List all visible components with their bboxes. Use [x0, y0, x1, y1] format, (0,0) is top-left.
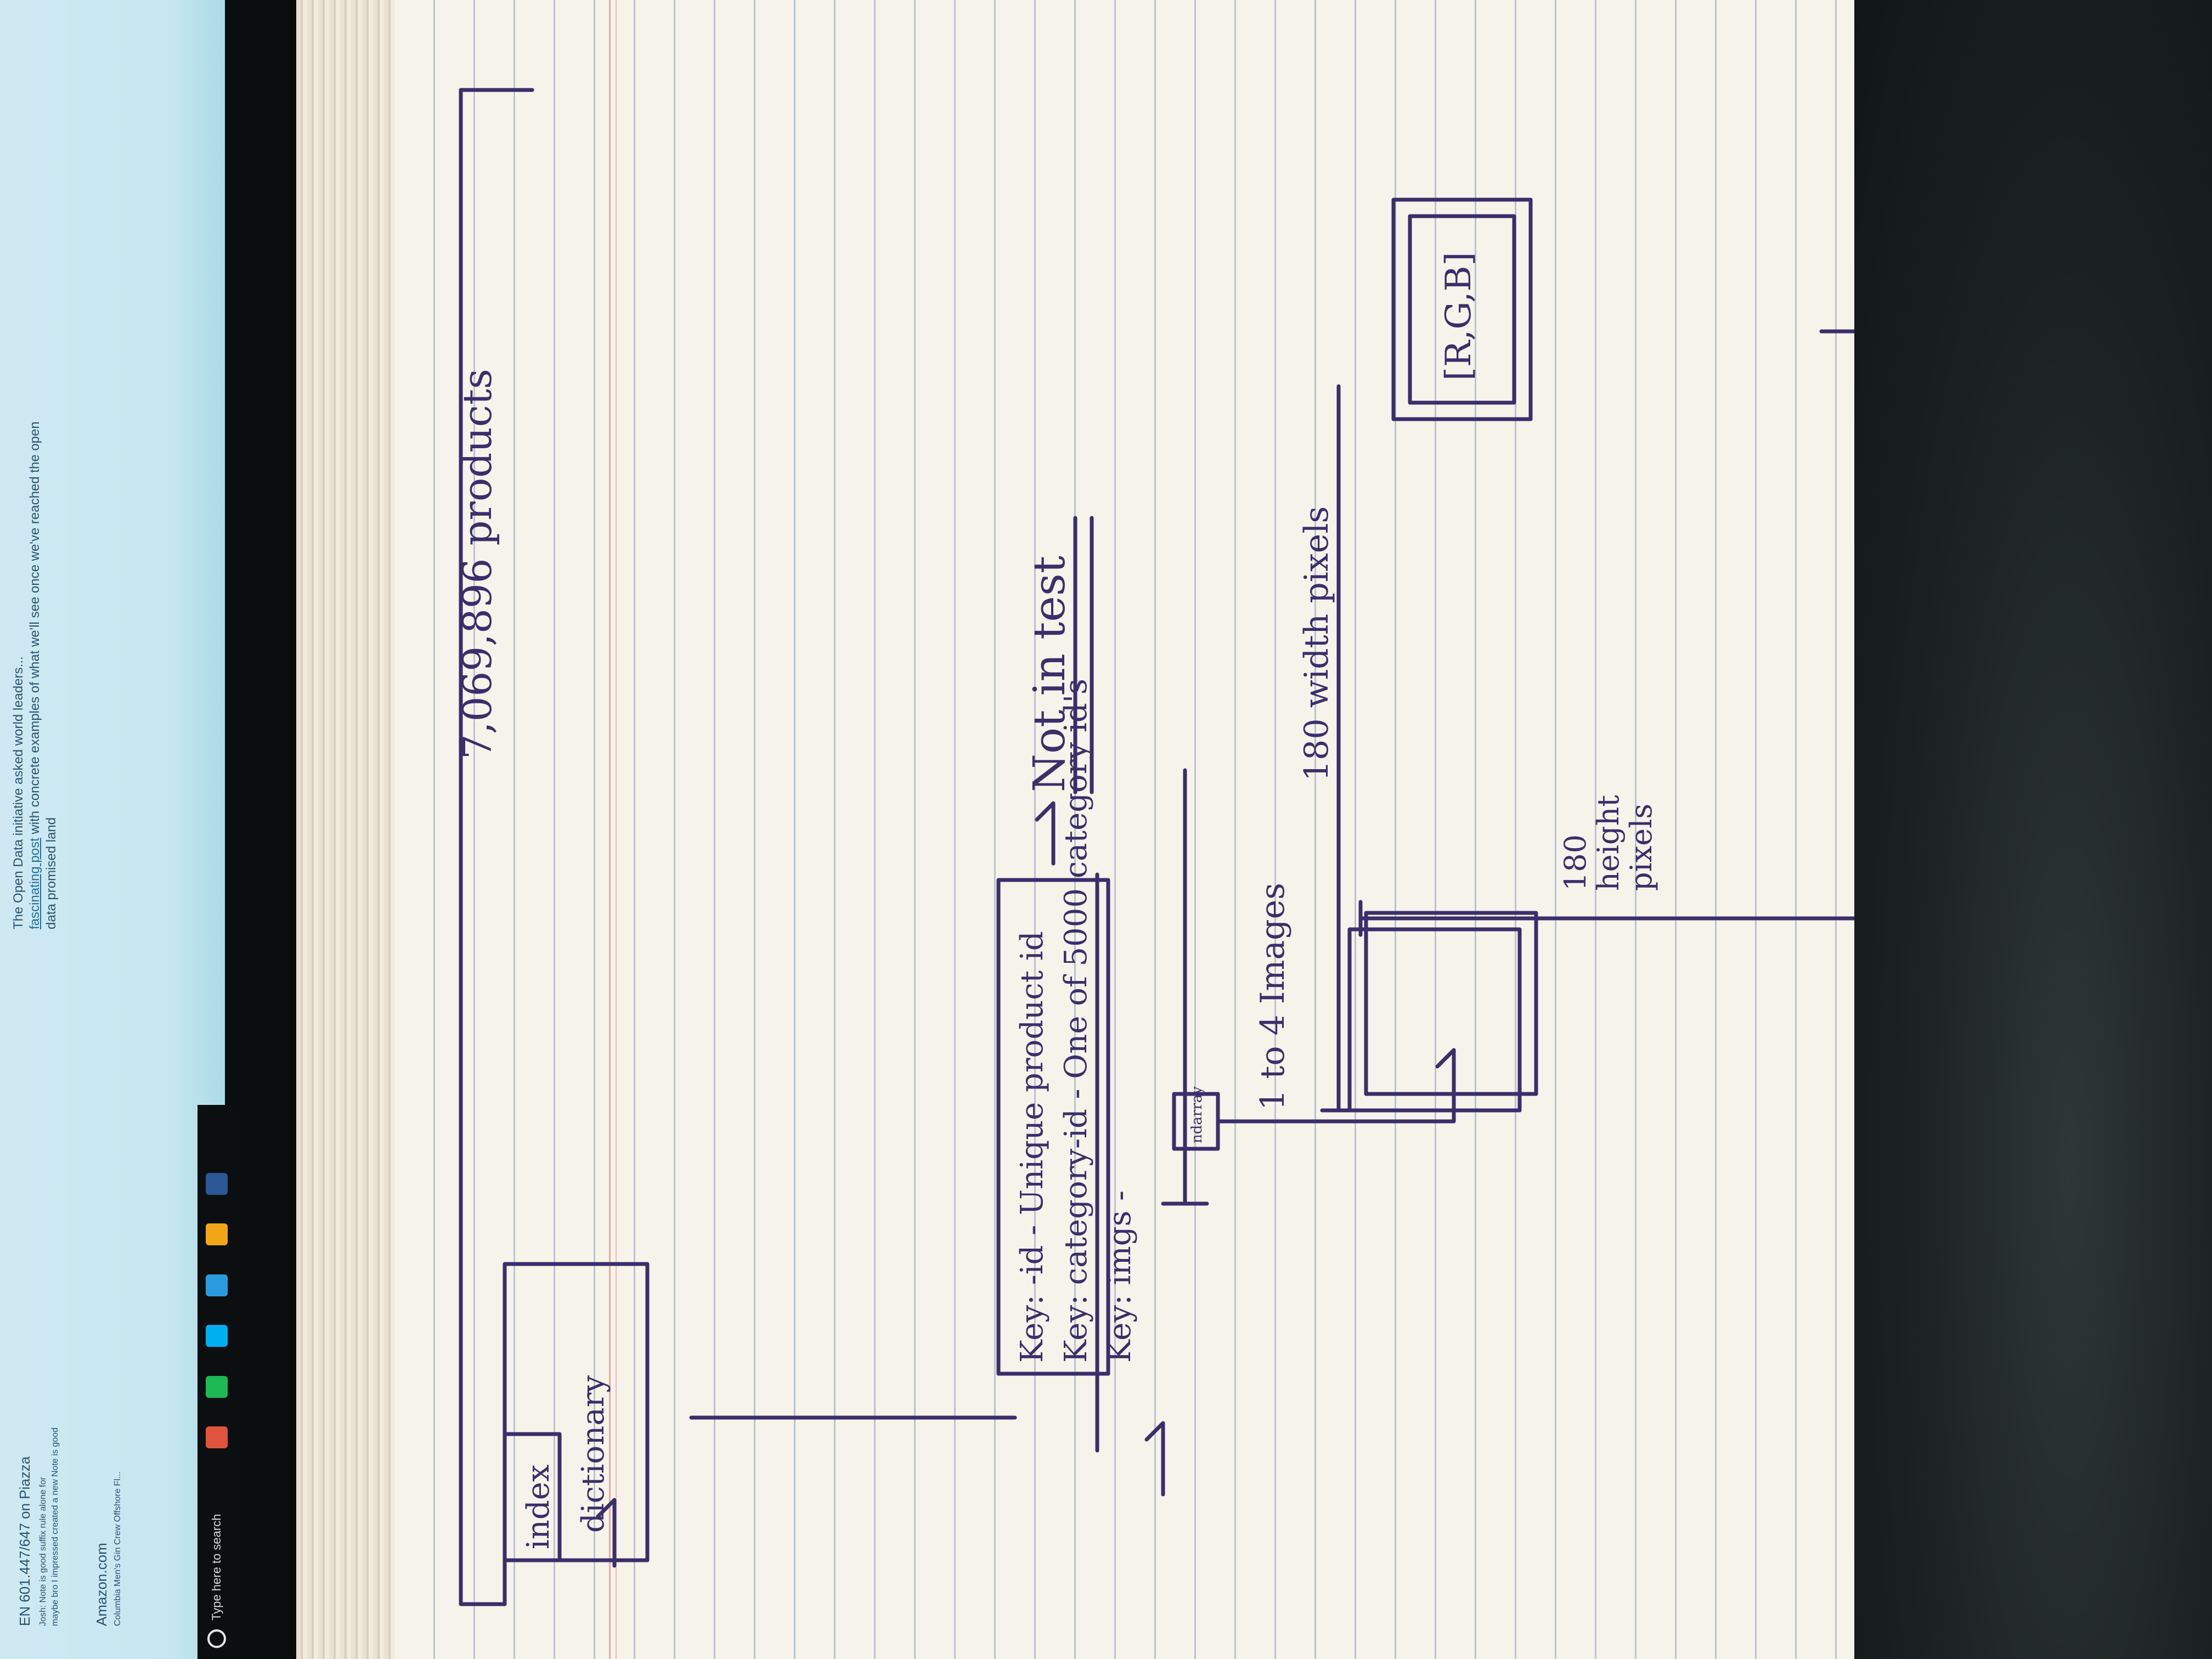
fabric-background — [1854, 0, 2212, 1659]
word-icon[interactable] — [206, 1172, 228, 1195]
taskbar-search-input[interactable]: Type here to search — [210, 1514, 223, 1621]
dictionary-arrow — [596, 1498, 617, 1568]
chrome-icon[interactable] — [206, 1426, 228, 1448]
dictionary-box — [503, 1262, 650, 1562]
key-imgs-label: Key: imgs - — [1102, 1190, 1138, 1363]
pixel-box-outer — [1391, 198, 1533, 421]
not-in-test-arrow — [1035, 801, 1056, 866]
rgb-label: [R,G,B] — [1438, 252, 1479, 381]
ndarray-label: ndarray — [1189, 1086, 1205, 1143]
height-bracket — [1819, 329, 1854, 1140]
notification-piazza-title[interactable]: EN 601.447/647 on Piazza — [16, 1456, 33, 1626]
laptop-bezel — [225, 0, 307, 1659]
taskbar: Type here to search — [198, 1105, 236, 1659]
pixel-box-inner — [1408, 214, 1516, 405]
sublime-icon[interactable] — [206, 1223, 228, 1246]
article-line-2: fascinating post with concrete examples … — [27, 421, 43, 929]
taskbar-apps — [206, 1160, 230, 1462]
notification-piazza-body: Josh: Note is good suffix rule alone for — [38, 1477, 48, 1626]
article-line-1: The Open Data initiative asked world lea… — [11, 656, 26, 929]
skype-icon[interactable] — [206, 1325, 228, 1347]
screen-content: The Open Data initiative asked world lea… — [0, 421, 307, 1659]
image-square-back — [1347, 927, 1522, 1113]
margin-line — [609, 0, 611, 1659]
notification-amazon-body: Columbia Men's Gin Crew Offshore Fl... — [113, 1471, 122, 1626]
margin-line-2 — [616, 0, 617, 1659]
key-id-label: Key: -id - Unique product id — [1014, 931, 1050, 1363]
notepad-page-edges — [296, 0, 406, 1659]
article-link[interactable]: fascinating post — [27, 838, 42, 929]
notification-piazza-body-2: maybe bro I impressed created a new Note… — [50, 1427, 60, 1626]
ndarray-arrow — [1216, 1048, 1456, 1124]
article-line-3: data promised land — [44, 817, 59, 929]
to-keys-arrow — [1144, 1421, 1165, 1497]
keys-box — [996, 878, 1110, 1376]
products-label: 7,069,896 products — [454, 369, 500, 759]
notepad-paper — [395, 0, 1854, 1659]
files-icon[interactable] — [206, 1274, 228, 1296]
width-label: 180 width pixels — [1297, 506, 1336, 781]
image-square-front — [1364, 911, 1538, 1096]
images-label: 1 to 4 Images — [1254, 883, 1292, 1110]
article-line-2-rest: with concrete examples of what we'll see… — [27, 421, 42, 834]
search-icon[interactable] — [207, 1629, 226, 1648]
products-bracket — [459, 88, 534, 1606]
height-label-2: height — [1591, 795, 1626, 891]
spotify-icon[interactable] — [206, 1375, 228, 1398]
index-label: index — [521, 1464, 556, 1549]
height-label-1: 180 — [1558, 834, 1593, 891]
notification-amazon-title[interactable]: Amazon.com — [93, 1543, 110, 1626]
not-in-test-label: Not in test — [1024, 556, 1075, 792]
height-label-3: pixels — [1624, 804, 1658, 891]
hand-drawn-diagram: 7,069,896 products index dictionary Key:… — [454, 88, 1854, 1606]
